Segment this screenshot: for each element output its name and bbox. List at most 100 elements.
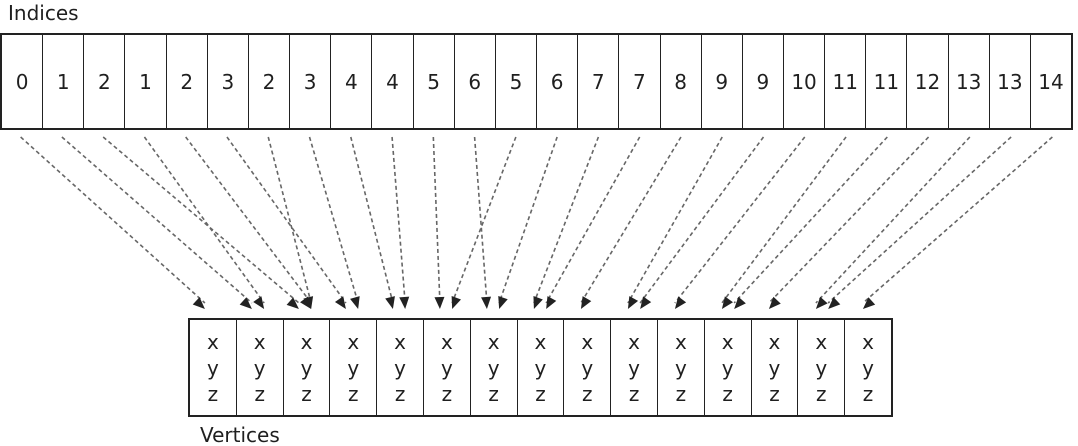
vertex-component-z: z	[862, 381, 874, 406]
vertex-component-y: y	[628, 355, 640, 380]
vertex-component-x: x	[815, 329, 828, 354]
vertex-component-z: z	[816, 381, 827, 406]
vertex-component-z: z	[488, 381, 499, 406]
arrowhead	[300, 296, 312, 309]
vertex-component-y: y	[862, 355, 874, 380]
index-cell: 14	[1038, 69, 1064, 94]
vertex-component-z: z	[441, 381, 453, 406]
vertex-component-x: x	[674, 329, 687, 354]
index-cell: 1	[125, 35, 167, 128]
index-cell: 3	[208, 35, 249, 128]
index-cell: 9	[743, 35, 784, 128]
index-cell: 11	[825, 35, 867, 128]
vertex-component-y: y	[534, 355, 547, 380]
vertex-component-z: z	[207, 381, 219, 406]
index-pointer-arrow	[639, 136, 765, 304]
index-pointer-arrow	[350, 136, 394, 304]
index-cell: 10	[784, 35, 826, 128]
index-pointer-arrow	[102, 136, 300, 304]
arrowhead	[498, 296, 508, 309]
vertex-component-z: z	[254, 381, 265, 406]
index-pointer-arrow	[533, 136, 600, 304]
index-cell: 12	[907, 35, 949, 128]
vertex-component-z: z	[722, 381, 733, 406]
vertex-component-y: y	[768, 355, 781, 380]
index-pointer-arrow	[391, 136, 406, 304]
vertex-component-x: x	[347, 329, 360, 354]
arrowhead	[303, 296, 314, 309]
arrowhead	[253, 296, 265, 309]
vertex-component-x: x	[487, 329, 500, 354]
vertex-component-y: y	[721, 355, 734, 380]
vertex-component-z: z	[348, 381, 359, 406]
index-pointer-arrow	[580, 136, 682, 304]
arrowhead	[481, 296, 492, 309]
index-pointer-arrow	[226, 136, 347, 304]
arrowhead	[546, 296, 557, 309]
index-pointer-arrow	[862, 136, 1053, 304]
vertices-label: Vertices	[200, 423, 280, 446]
index-cell: 6	[537, 35, 579, 128]
vertex-component-z: z	[675, 381, 687, 406]
arrowhead	[350, 296, 360, 309]
arrowhead	[721, 296, 733, 309]
vertex-component-z: z	[628, 381, 640, 406]
arrowhead	[434, 296, 445, 309]
arrowhead	[385, 296, 395, 309]
vertex-component-x: x	[862, 329, 874, 354]
index-cell: 4	[372, 35, 414, 128]
vertex-component-y: y	[674, 355, 687, 380]
index-cell: 6	[455, 35, 496, 128]
arrowhead	[768, 296, 781, 309]
vertex-component-z: z	[301, 381, 312, 406]
vertex-component-y: y	[581, 355, 594, 380]
index-pointer-arrow	[733, 136, 888, 304]
arrowhead	[239, 297, 252, 309]
index-pointer-arrow	[143, 136, 265, 304]
vertex-component-y: y	[347, 355, 360, 380]
indices-label: Indices	[8, 1, 79, 25]
vertex-component-z: z	[394, 381, 406, 406]
index-cell: 11	[866, 35, 908, 128]
vertex-component-y: y	[253, 355, 266, 380]
vertex-component-y: y	[815, 355, 828, 380]
index-cell: 7	[578, 35, 620, 128]
arrowhead	[192, 297, 205, 309]
index-pointer-arrow	[308, 136, 359, 304]
index-pointer-arrow	[815, 136, 971, 304]
arrowhead	[451, 296, 461, 309]
vertex-component-x: x	[394, 329, 406, 354]
vertex-component-x: x	[534, 329, 547, 354]
index-cell: 13	[990, 35, 1031, 128]
arrowhead	[533, 296, 543, 309]
arrowhead	[399, 296, 410, 309]
index-pointer-arrow	[267, 136, 312, 304]
vertex-component-y: y	[394, 355, 406, 380]
vertex-component-y: y	[206, 355, 219, 380]
vertex-component-x: x	[628, 329, 640, 354]
arrowhead	[286, 297, 299, 309]
arrowhead	[815, 296, 828, 309]
vertex-component-z: z	[535, 381, 546, 406]
index-pointer-arrow	[545, 136, 641, 304]
index-cell: 5	[414, 35, 455, 128]
vertex-component-y: y	[440, 355, 453, 380]
index-cell: 2	[167, 35, 208, 128]
vertex-component-z: z	[769, 381, 780, 406]
index-pointer-arrow	[451, 136, 517, 304]
